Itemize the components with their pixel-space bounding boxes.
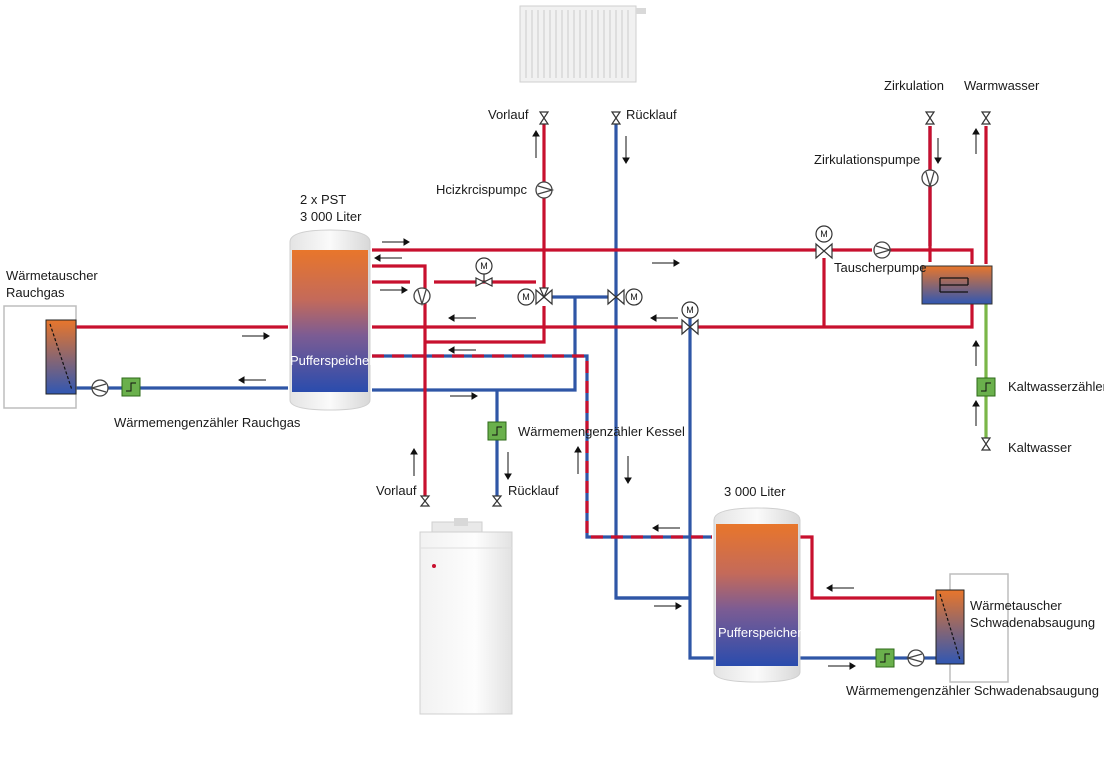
label-kaltwasser: Kaltwasser [1008,440,1072,455]
label-ruecklauf-boiler: Rücklauf [508,483,559,498]
mixed-pipe [372,354,712,539]
tank1-title-line2: 3 000 Liter [300,209,362,224]
label-zirkulationspumpe: Zirkulationspumpe [814,152,920,167]
schwaden-pump-icon [905,649,925,667]
mixer-valve-1 [475,257,493,287]
schwaden-meter-icon [875,648,895,668]
motor-valves: M M M M M [475,225,833,336]
mixer-valve-4 [681,301,699,336]
labels: Vorlauf Rücklauf Zirkulation Warmwasser … [6,78,1104,698]
label-heizkreispumpe: Hcizkrcispumpc [436,182,528,197]
heat-exchanger-rauchgas [3,305,77,409]
label-vorlauf-boiler: Vorlauf [376,483,417,498]
radiator-icon [519,5,646,83]
heat-exchanger-schwaden [935,573,1009,683]
tank1-title-line1: 2 x PST [300,192,346,207]
label-kaltwasserzaehler: Kaltwasserzähler [1008,379,1104,394]
mixer-valve-3 [607,288,643,306]
label-wmz-schwaden: Wärmemengenzähler Schwadenabsaugung [846,683,1099,698]
valve-icons [419,111,992,507]
buffer-tank-2 [713,507,801,683]
boiler [419,518,513,715]
label-hx-rauchgas-2: Rauchgas [6,285,65,300]
flow-arrows [238,128,980,670]
mixer-valve-5 [815,225,833,260]
label-hx-schwaden-2: Schwadenabsaugung [970,615,1095,630]
zirkulation-pump-icon [921,169,939,189]
label-warmwasser: Warmwasser [964,78,1040,93]
kaltwasser-meter-icon [976,377,996,397]
svg-text:M: M [522,292,530,302]
label-hx-rauchgas-1: Wärmetauscher [6,268,98,283]
kessel-meter-icon [487,421,507,441]
svg-text:M: M [480,261,488,271]
tank2-title: 3 000 Liter [724,484,786,499]
tauscher-pump-icon [873,241,893,259]
flow-pipes [76,124,988,600]
tank-pump-icon [413,287,431,307]
label-pufferspeicher-2: Pufferspeicher [718,625,802,640]
label-zirkulation: Zirkulation [884,78,944,93]
rauchgas-pump-icon [89,379,109,397]
label-wmz-kessel: Wärmemengenzähler Kessel [518,424,685,439]
rauchgas-meter-icon [121,377,141,397]
plate-heat-exchanger [921,265,993,305]
label-hx-schwaden-1: Wärmetauscher [970,598,1062,613]
svg-text:M: M [686,305,694,315]
svg-text:M: M [630,292,638,302]
svg-text:M: M [820,229,828,239]
pump-icons [89,169,939,667]
mixer-valve-2 [517,287,553,306]
buffer-tank-1 [289,229,371,411]
label-tauscherpumpe: Tauscherpumpe [834,260,927,275]
label-pufferspeicher-1: Pufferspeicher [290,353,374,368]
label-ruecklauf-top: Rücklauf [626,107,677,122]
label-wmz-rauchgas: Wärmemengenzähler Rauchgas [114,415,301,430]
label-vorlauf-top: Vorlauf [488,107,529,122]
heat-meter-icons [121,377,996,668]
heizkreis-pump-icon [535,181,555,199]
